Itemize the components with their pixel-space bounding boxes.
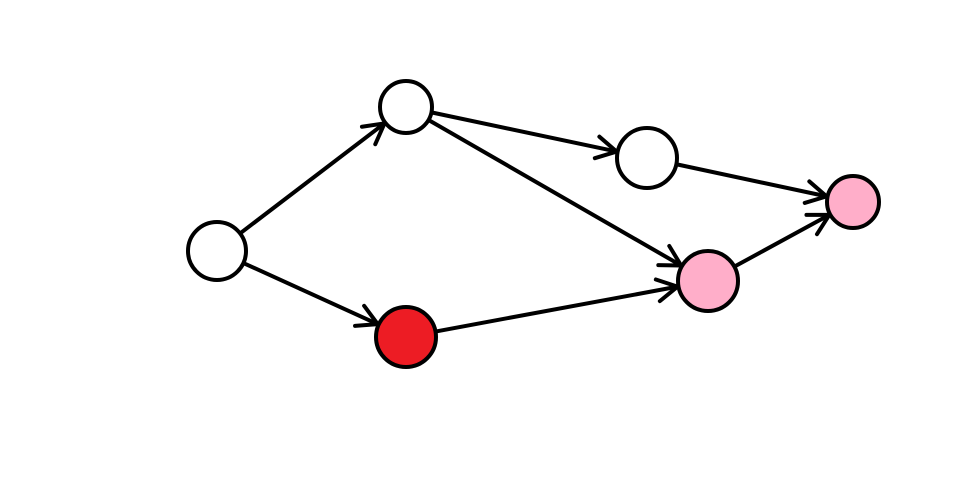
node-n3 [615, 126, 679, 190]
node-n5 [676, 249, 740, 313]
edge-line [241, 261, 380, 327]
node-n4 [374, 305, 438, 369]
edge-line [426, 117, 684, 268]
edge-n5-n6 [732, 212, 832, 269]
edge-n3-n6 [674, 162, 829, 205]
edge-n4-n5 [433, 277, 680, 334]
node-n2 [378, 79, 434, 135]
node-n6 [825, 174, 881, 230]
edge-line [433, 284, 680, 334]
edge-line [238, 121, 387, 236]
edge-n1-n4 [241, 261, 380, 328]
edge-line [732, 212, 832, 269]
edge-line [674, 162, 829, 199]
edge-line [429, 110, 619, 154]
edge-n1-n2 [238, 121, 387, 236]
node-n1 [186, 220, 248, 282]
edge-n2-n3 [429, 110, 619, 161]
